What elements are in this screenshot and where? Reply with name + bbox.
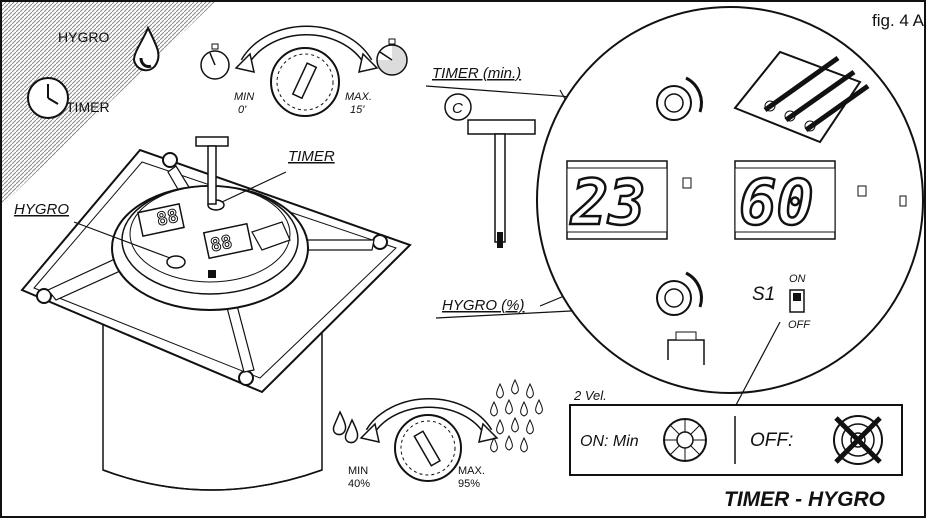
figure-title: TIMER - HYGRO [724, 488, 885, 511]
corner-timer-label: TIMER [66, 99, 110, 115]
small-display-right: 88 [209, 231, 235, 256]
switch-leader [735, 321, 781, 406]
speed-off-label: OFF: [750, 430, 793, 451]
hygro-display-value: 60 [739, 166, 814, 239]
hygro-pct-callout: HYGRO (%) [442, 297, 525, 314]
timer-min-callout: TIMER (min.) [432, 65, 521, 82]
stopwatch-max-icon [376, 38, 408, 76]
hatched-corner [2, 2, 215, 205]
hygro-max-label: MAX. [458, 465, 485, 477]
fan-min-icon [663, 418, 707, 462]
hygro-max-value: 95% [458, 478, 480, 490]
tool-letter: C [452, 100, 463, 117]
figure-label: fig. 4 A [872, 11, 925, 30]
small-display-left: 88 [155, 206, 181, 231]
timer-dial [234, 25, 379, 117]
fan-unit-illustration [20, 136, 412, 491]
water-drop-icon [132, 25, 160, 72]
switch-off-label: OFF [788, 319, 811, 331]
hygro-min-label: MIN [348, 465, 368, 477]
corner-hygro-label: HYGRO [58, 29, 109, 45]
switch-on-label: ON [789, 273, 806, 285]
stopwatch-min-icon [200, 43, 230, 80]
speed-box-heading: 2 Vel. [573, 388, 607, 403]
adjustment-tool-illustration [444, 93, 536, 248]
fan-off-icon [833, 415, 883, 465]
hygro-dial [359, 398, 499, 482]
timer-min-label: MIN [234, 91, 254, 103]
speed-on-label: ON: Min [580, 433, 639, 450]
timer-fan-leader [221, 171, 287, 203]
timer-max-label: MAX. [345, 91, 372, 103]
timer-display-value: 23 [570, 166, 646, 239]
many-drops-icon [490, 378, 543, 453]
single-drop-icon [332, 410, 359, 444]
hygro-min-value: 40% [348, 478, 370, 490]
control-board-detail [536, 6, 924, 394]
hygro-fan-callout: HYGRO [14, 201, 69, 218]
hygro-fan-leader [73, 221, 171, 259]
timer-fan-callout: TIMER [288, 148, 335, 165]
timer-max-value: 15' [350, 104, 365, 116]
timer-min-value: 0' [238, 104, 247, 116]
switch-name: S1 [752, 284, 775, 305]
clock-icon [27, 77, 69, 119]
